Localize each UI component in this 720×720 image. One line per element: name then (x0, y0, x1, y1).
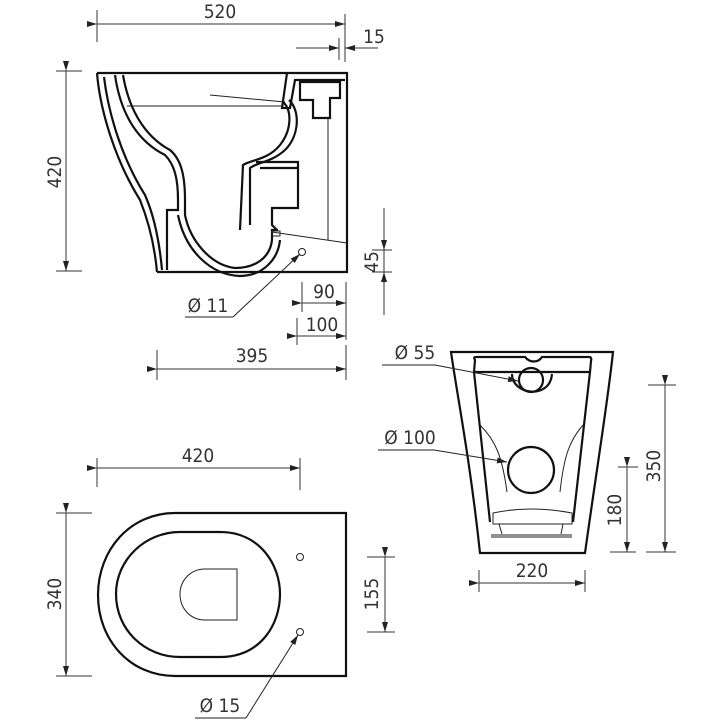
dim-side-fixing-hole: Ø 11 (188, 295, 229, 317)
dim-top-width: 340 (44, 578, 66, 611)
dim-side-offset-100: 100 (306, 314, 339, 336)
dim-side-rear-offset: 15 (363, 26, 385, 48)
dim-rear-base-width: 220 (516, 560, 549, 582)
rear-view (449, 350, 615, 555)
dim-side-outlet-length: 395 (236, 345, 269, 367)
dim-top-fixing-hole: Ø 15 (200, 695, 241, 717)
top-view (96, 511, 348, 678)
dim-rear-inlet: Ø 55 (395, 342, 436, 364)
rear-dimensions: Ø 55 Ø 100 350 180 220 (378, 342, 676, 592)
dim-top-fixing-spacing: 155 (361, 578, 383, 611)
dim-side-length: 520 (204, 1, 237, 23)
top-dimensions: 420 340 155 Ø 15 (44, 445, 395, 719)
dim-rear-outlet: Ø 100 (384, 427, 436, 449)
dim-rear-outlet-height: 180 (604, 494, 626, 527)
dim-rear-inlet-height: 350 (643, 450, 665, 483)
dim-side-height: 420 (44, 156, 66, 189)
dim-top-length: 420 (182, 445, 215, 467)
side-dimensions: 520 15 420 45 Ø 11 90 100 395 (44, 1, 392, 380)
dim-side-offset-90: 90 (313, 281, 335, 303)
dim-side-outlet-height: 45 (361, 251, 383, 273)
side-view (95, 71, 349, 278)
